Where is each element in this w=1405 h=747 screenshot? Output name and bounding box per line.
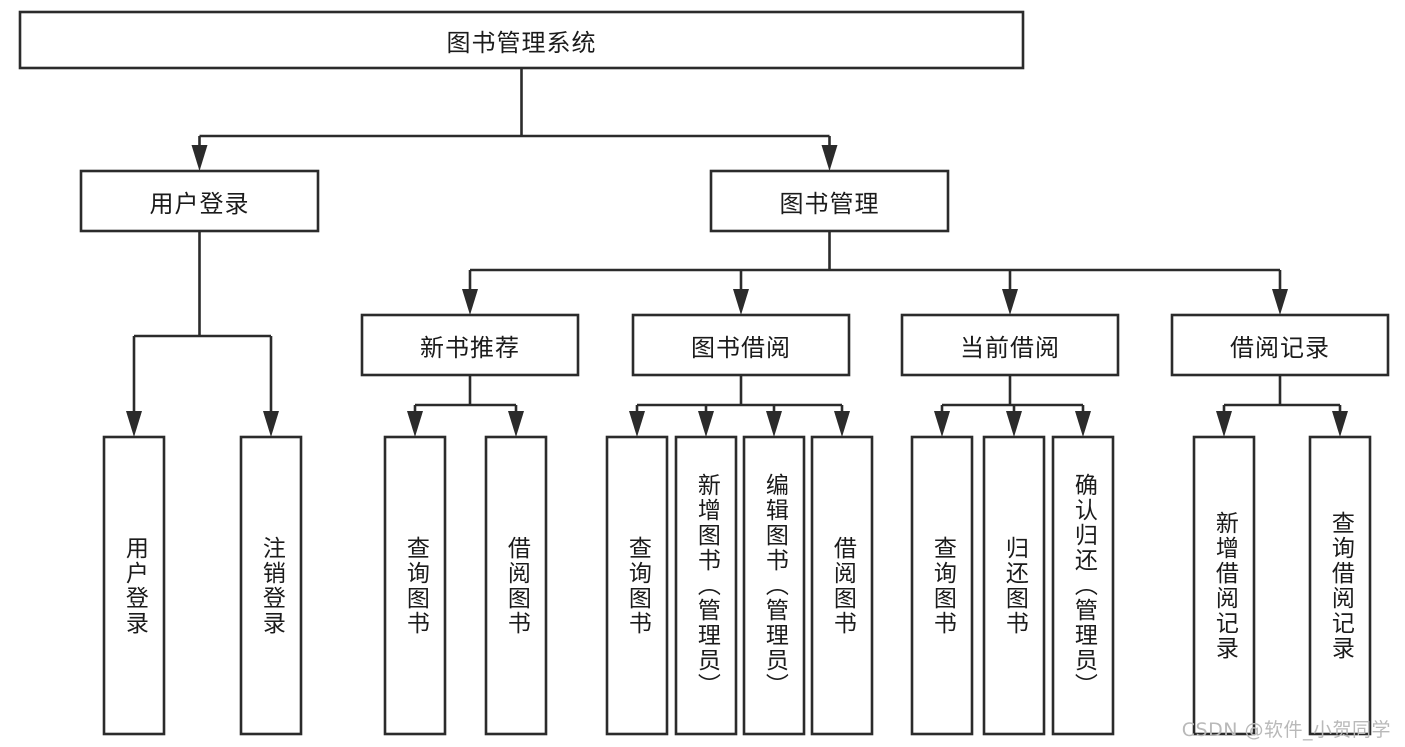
connectors-layer [126, 68, 1348, 437]
current-borrow-to-leaves-arrow-1 [1006, 411, 1022, 437]
leaf-node-box-leaf-confirm-return[interactable] [1051, 435, 1115, 736]
user-login-to-leaves-arrow-1 [263, 411, 279, 437]
level3-node-box-borrow-record[interactable] [1170, 313, 1390, 377]
leaf-node-box-leaf-query-book-1[interactable] [383, 435, 447, 736]
book-borrow-to-leaves-arrow-3 [834, 411, 850, 437]
borrow-record-to-leaves-arrow-0 [1216, 411, 1232, 437]
leaf-node-box-leaf-user-login[interactable] [102, 435, 166, 736]
book-borrow-to-leaves-arrow-2 [766, 411, 782, 437]
book-manage-to-level3-arrow-1 [733, 289, 749, 315]
current-borrow-to-leaves-arrow-2 [1075, 411, 1091, 437]
level3-node-box-new-book-recommend[interactable] [360, 313, 580, 377]
borrow-record-to-leaves-arrow-1 [1332, 411, 1348, 437]
level3-node-box-book-borrow[interactable] [631, 313, 851, 377]
root-node-box[interactable] [18, 10, 1025, 70]
leaf-node-box-leaf-borrow-book-2[interactable] [810, 435, 874, 736]
new-book-recommend-to-leaves-arrow-1 [508, 411, 524, 437]
leaf-node-box-leaf-query-book-3[interactable] [910, 435, 974, 736]
book-manage-to-level3-arrow-2 [1002, 289, 1018, 315]
book-borrow-to-leaves-arrow-0 [629, 411, 645, 437]
new-book-recommend-to-leaves-arrow-0 [407, 411, 423, 437]
level3-node-box-current-borrow[interactable] [900, 313, 1120, 377]
book-borrow-to-leaves-arrow-1 [698, 411, 714, 437]
book-manage-to-level3-arrow-3 [1272, 289, 1288, 315]
root-to-level2-arrow-1 [821, 145, 838, 171]
leaf-node-box-leaf-return-book[interactable] [982, 435, 1046, 736]
boxes-layer [18, 10, 1390, 736]
user-login-to-leaves-arrow-0 [126, 411, 142, 437]
leaf-node-box-leaf-add-book[interactable] [674, 435, 738, 736]
leaf-node-box-leaf-borrow-book-1[interactable] [484, 435, 548, 736]
leaf-node-box-leaf-query-record[interactable] [1308, 435, 1372, 736]
level2-node-box-book-manage[interactable] [709, 169, 950, 233]
leaf-node-box-leaf-edit-book[interactable] [742, 435, 806, 736]
book-manage-to-level3-arrow-0 [462, 289, 478, 315]
leaf-node-box-leaf-query-book-2[interactable] [605, 435, 669, 736]
level2-node-box-user-login[interactable] [79, 169, 320, 233]
leaf-node-box-leaf-add-record[interactable] [1192, 435, 1256, 736]
root-to-level2-arrow-0 [191, 145, 208, 171]
csdn-watermark: CSDN @软件_小贺同学 [1181, 719, 1391, 741]
current-borrow-to-leaves-arrow-0 [934, 411, 950, 437]
leaf-node-box-leaf-user-logout[interactable] [239, 435, 303, 736]
